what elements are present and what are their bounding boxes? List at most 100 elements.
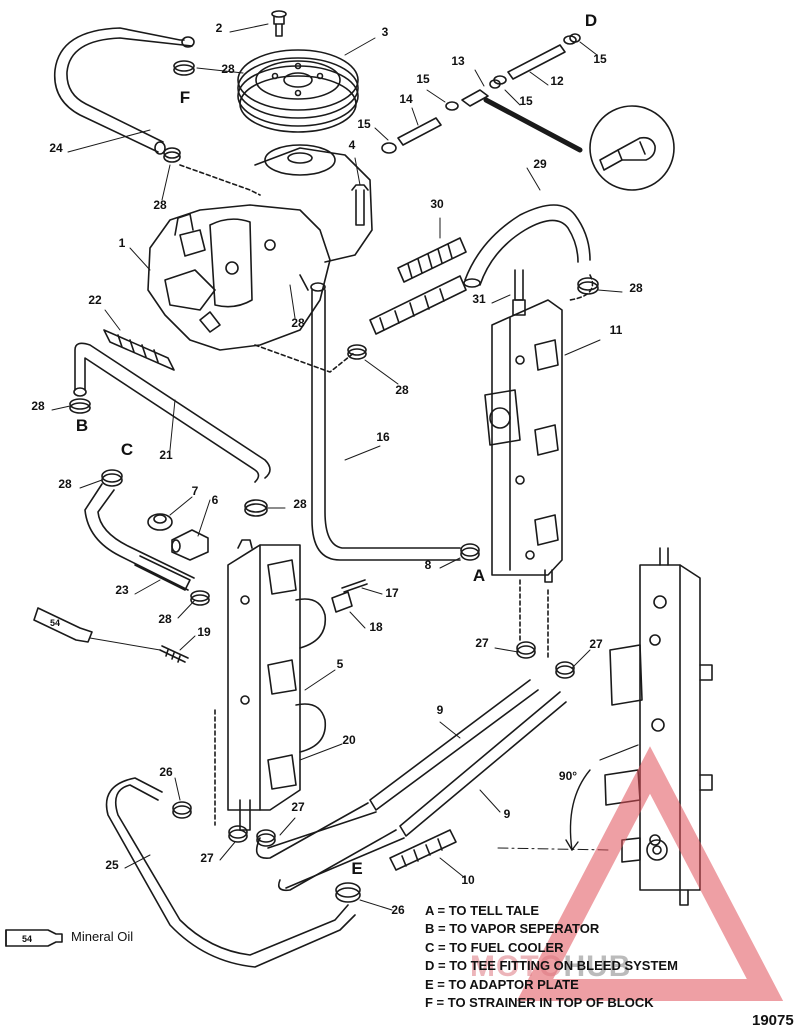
hose-24	[53, 27, 195, 155]
watermark-logo	[516, 746, 784, 1001]
callout-15: 15	[593, 52, 607, 66]
callout-2: 2	[216, 21, 223, 35]
bolt	[271, 10, 287, 37]
callout-28: 28	[395, 383, 409, 397]
connection-letter-a: A	[473, 566, 485, 585]
mineral-oil-label: Mineral Oil	[71, 929, 134, 944]
callout-13: 13	[451, 54, 465, 68]
clamp-28-top	[173, 60, 195, 76]
clamp-28-right	[577, 277, 599, 295]
hose-21	[73, 342, 271, 483]
hose-9-lower	[277, 691, 567, 892]
callout-27: 27	[475, 636, 489, 650]
figure-number: 19075	[752, 1012, 794, 1029]
connection-letter-e: E	[351, 859, 362, 878]
callout-28: 28	[221, 62, 235, 76]
legend-item-a: A = TO TELL TALE	[425, 903, 539, 918]
callout-7: 7	[192, 484, 199, 498]
tube-label: 54	[22, 934, 32, 944]
callout-28: 28	[31, 399, 45, 413]
connection-letter-c: C	[121, 440, 133, 459]
hose-25	[105, 777, 356, 968]
callout-25: 25	[105, 858, 119, 872]
mounting-bolt	[351, 184, 369, 226]
check-valve-detail	[589, 105, 675, 191]
callout-31: 31	[472, 292, 486, 306]
legend-item-f: F = TO STRAINER IN TOP OF BLOCK	[425, 995, 654, 1011]
mineral-oil-tube-top	[33, 607, 93, 643]
clamp-28-23	[190, 590, 210, 606]
callout-20: 20	[342, 733, 356, 747]
hose-23	[84, 483, 195, 591]
pulley	[237, 49, 359, 133]
callout-4: 4	[349, 138, 356, 152]
fitting-19	[159, 645, 189, 663]
callout-17: 17	[385, 586, 399, 600]
callout-27: 27	[200, 851, 214, 865]
clamp-28-mid	[347, 344, 367, 360]
callout-3: 3	[382, 25, 389, 39]
leader-lines	[51, 23, 623, 911]
callout-9: 9	[504, 807, 511, 821]
clamp-28-rail	[244, 499, 268, 517]
callout-28: 28	[153, 198, 167, 212]
screw-17	[341, 579, 368, 593]
callout-23: 23	[115, 583, 129, 597]
callout-9: 9	[437, 703, 444, 717]
legend-item-c: C = TO FUEL COOLER	[425, 939, 564, 955]
fuel-rail-5	[227, 539, 327, 831]
connection-letter-b: B	[76, 416, 88, 435]
hose-pump-to-separator	[369, 275, 467, 335]
callout-10: 10	[461, 873, 475, 887]
part-7	[147, 513, 173, 531]
tube-label-top: 54	[50, 618, 60, 628]
callout-21: 21	[159, 448, 173, 462]
sleeve-22	[103, 329, 175, 371]
watermark-part2: HUB	[563, 950, 632, 983]
callout-14: 14	[399, 92, 413, 106]
legend-item-d: D = TO TEE FITTING ON BLEED SYSTEM	[425, 958, 678, 974]
callout-1: 1	[119, 236, 126, 250]
bracket-18	[331, 591, 353, 613]
watermark-part1: MOTO	[470, 950, 564, 983]
callout-90deg: 90°	[559, 769, 577, 783]
clamp-27-c	[256, 829, 276, 847]
callout-11: 11	[610, 323, 623, 337]
callout-29: 29	[533, 157, 547, 171]
vapor-separator-body	[484, 299, 563, 583]
callout-12: 12	[550, 74, 564, 88]
hose-29	[463, 204, 591, 288]
callout-28: 28	[293, 497, 307, 511]
callout-15: 15	[357, 117, 371, 131]
callout-5: 5	[337, 657, 344, 671]
bleed-fittings	[381, 33, 581, 154]
callout-19: 19	[197, 625, 211, 639]
part-6	[171, 529, 209, 561]
hose-16	[310, 282, 461, 561]
mineral-oil-tube-icon	[5, 929, 63, 947]
hose-9-upper	[255, 679, 539, 859]
callout-15: 15	[416, 72, 430, 86]
clamp-8	[460, 543, 480, 561]
callout-8: 8	[425, 558, 432, 572]
callout-27: 27	[589, 637, 603, 651]
sleeve-10	[389, 829, 457, 871]
fitting-31	[512, 269, 526, 316]
callout-22: 22	[88, 293, 102, 307]
clamp-27-b	[555, 661, 575, 679]
callout-30: 30	[430, 197, 444, 211]
watermark-text: MOTOHUB	[470, 950, 631, 984]
callout-27: 27	[291, 800, 305, 814]
callout-6: 6	[212, 493, 219, 507]
callout-18: 18	[369, 620, 383, 634]
callout-24: 24	[49, 141, 63, 155]
connection-letter-f: F	[180, 88, 190, 107]
callout-28: 28	[58, 477, 72, 491]
callout-28: 28	[158, 612, 172, 626]
callout-16: 16	[376, 430, 390, 444]
clamp-26-left	[172, 801, 192, 819]
clamp-27-a	[516, 641, 536, 659]
connection-legend: A = TO TELL TALE B = TO VAPOR SEPERATOR …	[425, 902, 725, 1012]
